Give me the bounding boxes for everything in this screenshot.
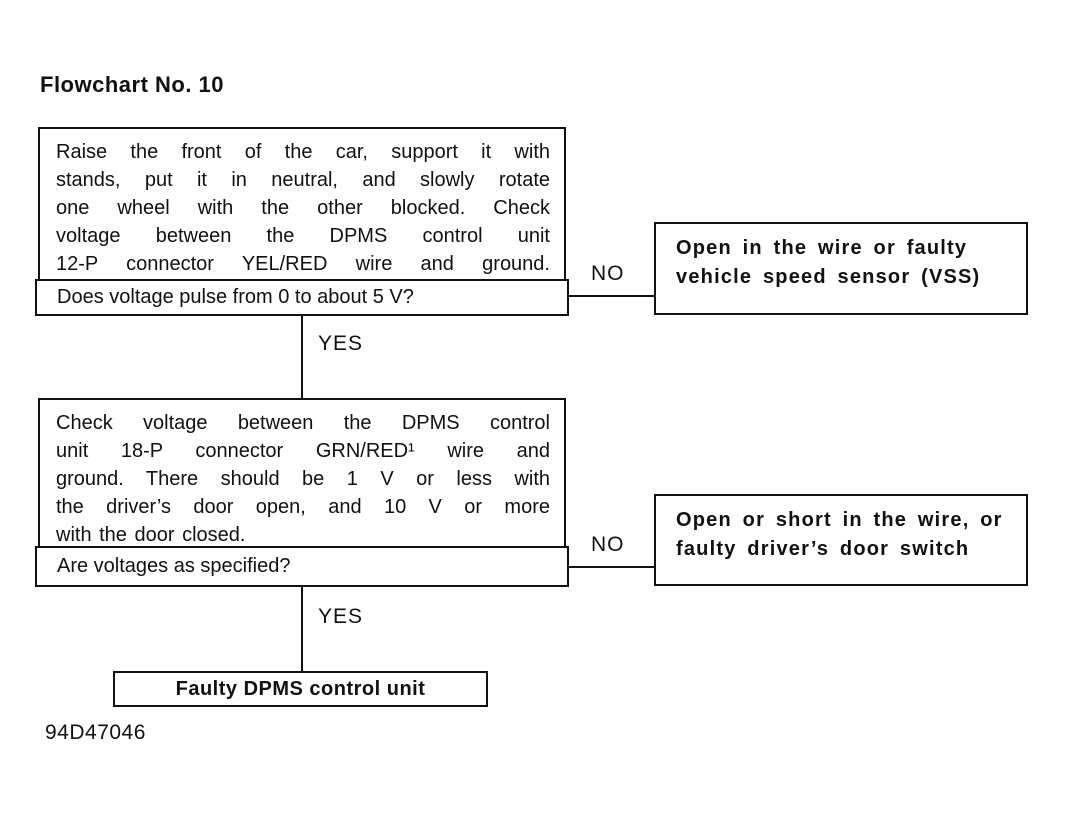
- step2-question-text: Are voltages as specified?: [57, 555, 291, 577]
- step2-statement-line: ground. There should be 1 V or less with: [56, 468, 550, 490]
- step2-question-box: Are voltages as specified?: [35, 546, 569, 587]
- page-title: Flowchart No. 10: [40, 72, 225, 97]
- conclusion-box: Faulty DPMS control unit: [113, 671, 488, 707]
- step2-statement-line: unit 18-P connector GRN/RED¹ wire and: [56, 440, 550, 462]
- figure-code: 94D47046: [45, 721, 146, 744]
- step2-yes-label: YES: [318, 605, 364, 628]
- conclusion-text: Faulty DPMS control unit: [175, 677, 426, 700]
- step1-statement-line: 12-P connector YEL/RED wire and ground.: [56, 253, 550, 275]
- step1-statement-line: stands, put it in neutral, and slowly ro…: [56, 169, 550, 191]
- step1-statement-line: voltage between the DPMS control unit: [56, 225, 550, 247]
- step2-no-label: NO: [591, 533, 625, 556]
- step1-no-result-box: Open in the wire or faulty vehicle speed…: [654, 222, 1028, 315]
- step2-no-result-line: Open or short in the wire, or: [676, 509, 1003, 531]
- step1-question-box: Does voltage pulse from 0 to about 5 V?: [35, 279, 569, 316]
- step1-statement-line: one wheel with the other blocked. Check: [56, 197, 550, 219]
- step1-no-result-line: Open in the wire or faulty: [676, 237, 968, 259]
- step1-statement-box: Raise the front of the car, support it w…: [38, 127, 566, 281]
- step1-no-label: NO: [591, 262, 625, 285]
- step2-no-result-box: Open or short in the wire, or faulty dri…: [654, 494, 1028, 586]
- step1-question-text: Does voltage pulse from 0 to about 5 V?: [57, 286, 414, 308]
- step2-statement-box: Check voltage between the DPMS control u…: [38, 398, 566, 548]
- step2-yes-connector-line: [301, 587, 303, 671]
- step1-no-result-line: vehicle speed sensor (VSS): [676, 266, 981, 288]
- step2-statement-line: with the door closed.: [56, 524, 246, 546]
- step2-no-connector-line: [569, 566, 654, 568]
- step1-yes-connector-line: [301, 316, 303, 398]
- step2-no-result-line: faulty driver’s door switch: [676, 538, 970, 560]
- step1-no-connector-line: [569, 295, 654, 297]
- step1-yes-label: YES: [318, 332, 364, 355]
- step2-statement-line: the driver’s door open, and 10 V or more: [56, 496, 550, 518]
- step1-statement-line: Raise the front of the car, support it w…: [56, 141, 550, 163]
- step2-statement-line: Check voltage between the DPMS control: [56, 412, 550, 434]
